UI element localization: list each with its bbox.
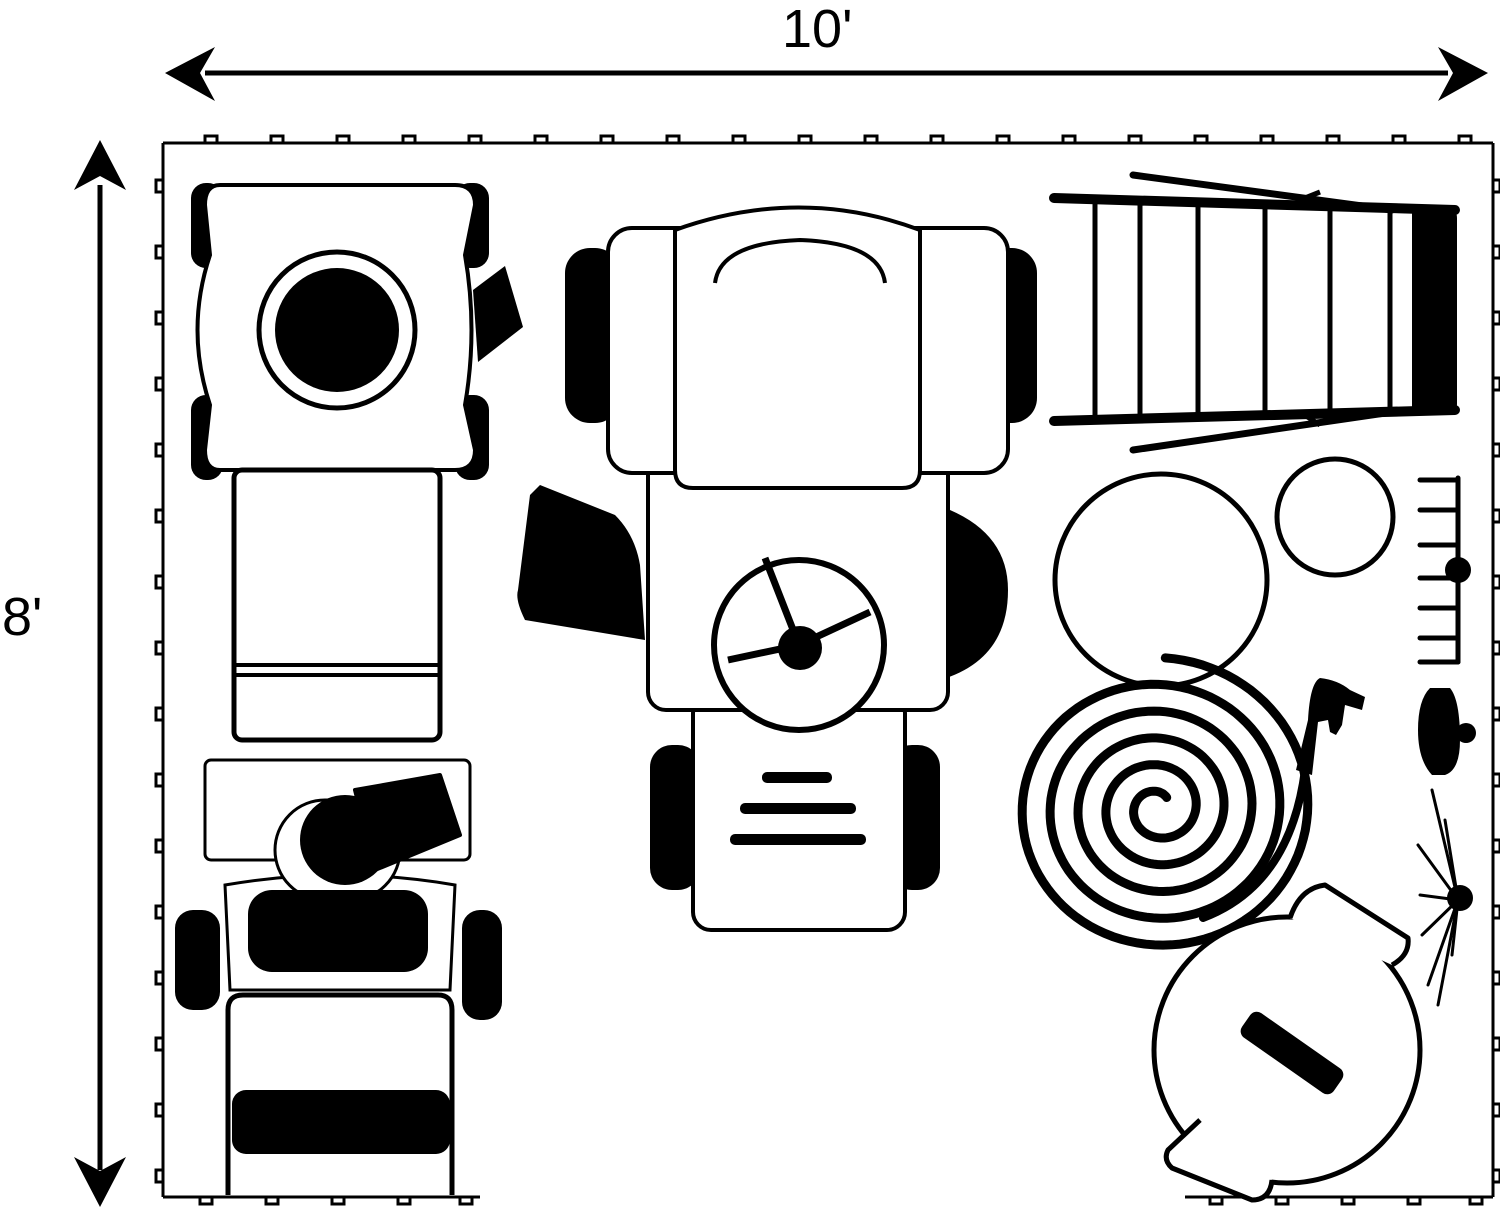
pot <box>1418 688 1476 775</box>
grill <box>1151 882 1423 1203</box>
large-circle <box>1052 471 1270 689</box>
height-dimension-label: 8' <box>2 587 43 647</box>
broom-knob <box>1447 885 1473 911</box>
push-mower <box>191 183 523 743</box>
spray-nozzle <box>1296 678 1365 775</box>
hose-reel <box>1017 653 1313 950</box>
small-circle <box>1274 456 1396 578</box>
width-dimension-arrow <box>165 47 1488 101</box>
height-dimension-arrow <box>74 140 126 1207</box>
width-dimension-label: 10' <box>782 0 853 59</box>
riding-mower <box>517 205 1037 932</box>
rake-knob <box>1445 557 1471 583</box>
floor-outline <box>161 141 1495 1199</box>
small-mower <box>175 758 502 1195</box>
tile-edge-notches <box>154 134 1500 1206</box>
ladder <box>1049 171 1460 454</box>
